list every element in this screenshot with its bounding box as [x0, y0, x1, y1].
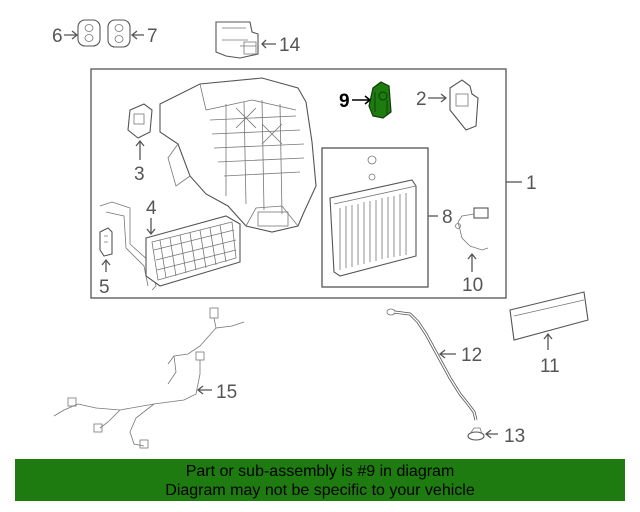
callout-6-arrow: [64, 30, 79, 40]
grommet-part-6: [77, 19, 101, 47]
hvac-housing: [159, 77, 317, 233]
actuator-part-3: [127, 103, 153, 139]
callout-15[interactable]: 15: [216, 382, 237, 403]
callout-9[interactable]: 9: [339, 91, 350, 112]
callout-13[interactable]: 13: [504, 426, 525, 447]
pipe-part-12: [386, 308, 478, 421]
evaporator-part-8: [329, 155, 417, 277]
callout-10[interactable]: 10: [462, 275, 483, 296]
callout-11-arrow: [543, 332, 553, 350]
assembly-frame: [90, 68, 507, 299]
info-banner: Part or sub-assembly is #9 in diagram Di…: [15, 459, 625, 501]
expansion-valve-part-9[interactable]: [368, 81, 392, 119]
heater-core-part-4: [99, 201, 241, 291]
parts-diagram: 1 6 7 14 3: [52, 19, 589, 449]
callout-14[interactable]: 14: [279, 35, 301, 56]
callout-2[interactable]: 2: [416, 89, 427, 110]
callout-5[interactable]: 5: [99, 277, 110, 298]
callout-7[interactable]: 7: [147, 26, 158, 47]
callout-4-arrow: [146, 218, 156, 236]
callout-14-arrow: [261, 39, 276, 49]
callout-12-arrow: [438, 349, 456, 359]
callout-3[interactable]: 3: [134, 164, 145, 185]
callout-8[interactable]: 8: [442, 207, 453, 228]
banner-line-2: Diagram may not be specific to your vehi…: [165, 482, 475, 499]
actuator-part-2: [449, 79, 479, 131]
callout-9-arrow: [352, 95, 372, 105]
callout-11[interactable]: 11: [540, 356, 560, 377]
callout-13-arrow: [484, 429, 498, 439]
callout-7-arrow: [130, 30, 144, 40]
bracket-part-14: [215, 21, 259, 59]
panel-part-11: [509, 291, 589, 341]
callout-4[interactable]: 4: [146, 198, 157, 219]
evaporator-frame: [321, 147, 429, 288]
grommet-part-13: [467, 427, 485, 441]
grommet-part-7: [107, 19, 131, 48]
clip-part-5: [99, 227, 113, 257]
callout-1[interactable]: 1: [526, 173, 537, 194]
wire-harness-part-15: [53, 307, 245, 449]
callout-15-arrow: [196, 385, 212, 395]
callout-2-arrow: [428, 93, 448, 103]
callout-5-arrow: [101, 258, 111, 272]
callout-6[interactable]: 6: [52, 26, 63, 47]
callout-12[interactable]: 12: [461, 345, 482, 366]
callout-3-arrow: [135, 139, 145, 160]
sensor-part-10: [455, 207, 489, 251]
banner-line-1: Part or sub-assembly is #9 in diagram: [185, 463, 455, 480]
callout-10-arrow: [467, 252, 477, 272]
